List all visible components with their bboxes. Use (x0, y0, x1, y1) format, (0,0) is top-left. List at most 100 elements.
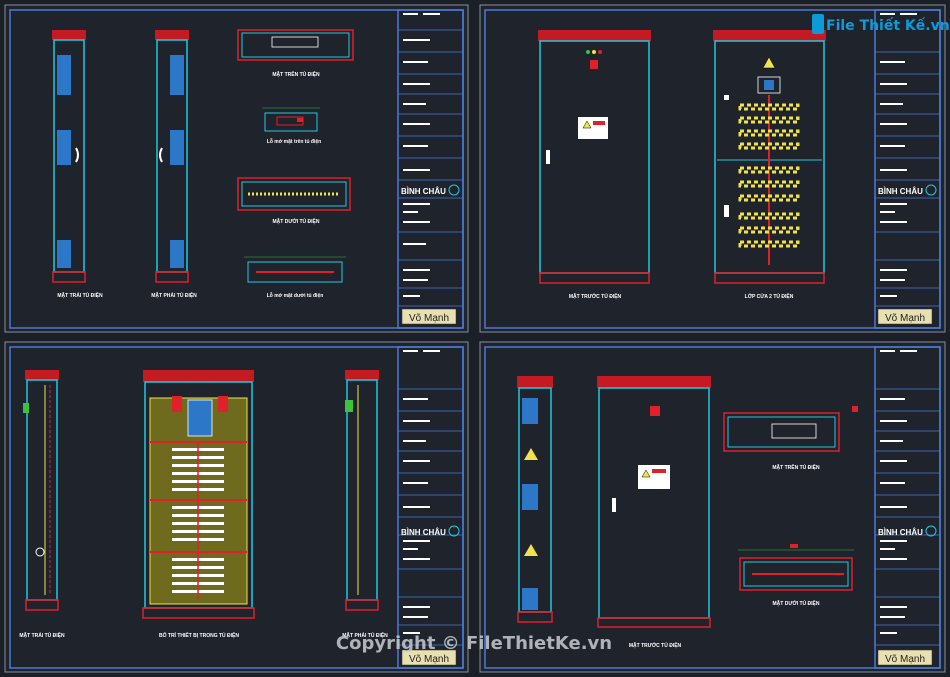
company-name: BÌNH CHÂU (878, 528, 923, 537)
author-box (401, 649, 457, 666)
bottom-inner (241, 181, 347, 207)
top-opening-detail: Lỗ mở mặt trên tủ điện (262, 107, 321, 145)
main-breaker (187, 399, 213, 437)
vent-louver (170, 240, 184, 268)
opening-outline (264, 112, 318, 132)
author-name: Võ Mạnh (409, 313, 449, 324)
inner-door-view: LỚP CỬA 2 TỦ ĐIỆN (713, 30, 826, 300)
author-name: Võ Mạnh (409, 654, 449, 665)
vent-louver (57, 55, 71, 95)
author-name: Võ Mạnh (885, 313, 925, 324)
right-side-view: MẶT PHẢI TỦ ĐIỆN (151, 30, 197, 299)
title-block-frame (874, 9, 941, 329)
breaker-rows-lower (738, 166, 800, 248)
company-name: BÌNH CHÂU (401, 187, 446, 196)
bottom-plate (237, 177, 351, 211)
main-breaker (757, 76, 781, 94)
warning-sign (578, 117, 608, 139)
door-handle (546, 150, 550, 164)
warning-icon (762, 56, 776, 69)
author-name: Võ Mạnh (885, 654, 925, 665)
view-label: MẶT TRƯỚC TỦ ĐIỆN (629, 641, 682, 649)
warning-sign-band (593, 121, 605, 125)
incoming-terminal (172, 396, 182, 412)
sheet-4: MẶT TRÊN TỦ ĐIỆN MẶT DƯỚI TỦ ĐIỆN MẶT TR… (479, 341, 946, 673)
right-side-internal-view: MẶT PHẢI TỦ ĐIỆN (342, 370, 388, 639)
indicator-light (586, 50, 590, 54)
component (345, 400, 353, 412)
marker (852, 406, 858, 412)
door-handle (159, 147, 163, 163)
incoming-terminal (218, 396, 228, 412)
bottom-opening-detail: Lỗ mở mặt dưới tủ điện (244, 256, 346, 299)
brand-logo-text: File Thiết Kế.vn (826, 17, 950, 34)
cabinet-top-cap (345, 370, 379, 380)
front-view (597, 376, 711, 628)
sheet-3: MẶT TRÁI TỦ ĐIỆN (4, 341, 469, 673)
title-block: BÌNH CHÂU Võ Mạnh (397, 346, 464, 669)
warning-icon (641, 469, 651, 478)
cabinet-plinth (345, 599, 379, 611)
equipment-layout-view: BỐ TRÍ THIẾT BỊ TRONG TỦ ĐIỆN (142, 370, 255, 639)
title-block-lines (403, 13, 440, 297)
side-view (517, 376, 553, 623)
view-label: BỐ TRÍ THIẾT BỊ TRONG TỦ ĐIỆN (159, 631, 239, 639)
sheet-4-border (479, 341, 946, 673)
cabinet-top-cap (517, 376, 553, 388)
bottom-plate (739, 557, 853, 591)
company-name: BÌNH CHÂU (401, 528, 446, 537)
cabinet-plinth (142, 607, 255, 619)
door-handle (724, 205, 729, 217)
cabinet-top-cap (155, 30, 189, 40)
cabinet-plinth (52, 271, 86, 283)
title-block-frame (397, 346, 464, 669)
view-label: MẶT DƯỚI TỦ ĐIỆN (272, 217, 319, 225)
top-opening (771, 423, 817, 439)
warning-sign-band (652, 469, 666, 473)
sheet-2-border (479, 4, 946, 333)
breaker-rows-upper (738, 103, 800, 150)
main-breaker-handle (764, 80, 774, 90)
title-block-grid (398, 388, 463, 646)
door-handle (75, 147, 79, 163)
meter (650, 406, 660, 416)
view-label: MẶT TRÁI TỦ ĐIỆN (19, 631, 65, 639)
view-label: LỚP CỬA 2 TỦ ĐIỆN (745, 292, 794, 300)
author-box (401, 308, 457, 325)
copyright-watermark: Copyright © FileThietKe.vn (336, 633, 612, 654)
front-view: MẶT TRƯỚC TỦ ĐIỆN (538, 30, 651, 300)
view-label: Lỗ mở mặt trên tủ điện (267, 138, 321, 145)
top-inner (241, 32, 350, 58)
cabinet-plinth (25, 599, 59, 611)
view-label: MẶT TRƯỚC TỦ ĐIỆN (569, 292, 622, 300)
title-block-lines (403, 350, 440, 634)
top-opening (271, 36, 319, 48)
opening-marker (297, 118, 303, 122)
company-logo-icon (925, 525, 937, 537)
cabinet-plinth (539, 272, 650, 284)
top-view: MẶT TRÊN TỦ ĐIỆN (723, 406, 858, 471)
top-view: MẶT TRÊN TỦ ĐIỆN (237, 29, 354, 78)
cabinet-plinth (714, 272, 825, 284)
vent-louver (57, 130, 71, 165)
indicator-light (598, 50, 602, 54)
title-block-frame (874, 346, 941, 669)
vent-louver (170, 55, 184, 95)
meter (590, 60, 598, 69)
cabinet-plinth (155, 271, 189, 283)
title-block-grid (875, 51, 940, 307)
opening-outline (247, 261, 343, 283)
title-block-lines (880, 13, 917, 297)
bottom-inner (743, 561, 849, 587)
title-block: BÌNH CHÂU Võ Mạnh (874, 9, 941, 329)
door-handle (612, 498, 616, 512)
bottom-view: MẶT DƯỚI TỦ ĐIỆN (738, 544, 854, 607)
cabinet-top-cap (538, 30, 651, 41)
indicator-light (592, 50, 596, 54)
title-block-lines (880, 350, 917, 634)
cable-gland (35, 547, 45, 557)
door-handle (724, 95, 729, 100)
company-logo-icon (448, 525, 460, 537)
component (23, 403, 29, 413)
